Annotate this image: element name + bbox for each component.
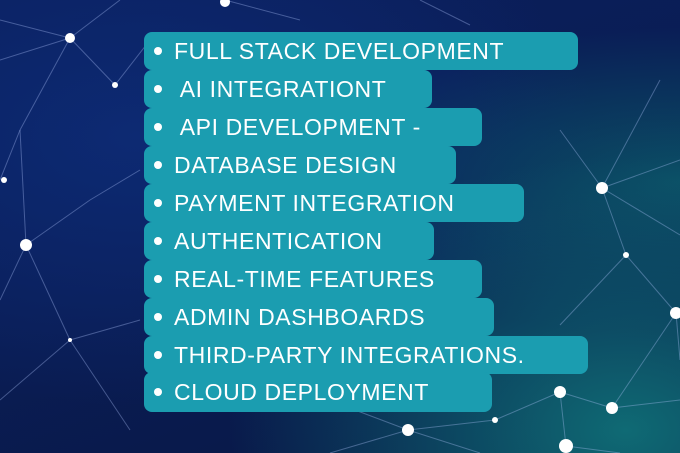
list-item: THIRD-PARTY INTEGRATIONS. <box>144 336 588 374</box>
list-item: PAYMENT INTEGRATION <box>144 184 524 222</box>
bullet-icon <box>154 275 162 283</box>
service-label: API DEVELOPMENT - <box>174 113 421 140</box>
service-label: AUTHENTICATION <box>174 227 383 254</box>
list-item: AUTHENTICATION <box>144 222 434 260</box>
service-label: FULL STACK DEVELOPMENT <box>174 37 505 64</box>
bullet-icon <box>154 123 162 131</box>
bullet-icon <box>154 85 162 93</box>
service-label: ADMIN DASHBOARDS <box>174 303 426 330</box>
bullet-icon <box>154 388 162 396</box>
bullet-icon <box>154 313 162 321</box>
service-label: REAL-TIME FEATURES <box>174 265 435 292</box>
list-item: DATABASE DESIGN <box>144 146 456 184</box>
service-label: DATABASE DESIGN <box>174 151 397 178</box>
service-label: PAYMENT INTEGRATION <box>174 189 455 216</box>
list-item: CLOUD DEPLOYMENT <box>144 372 492 412</box>
list-item: FULL STACK DEVELOPMENT <box>144 32 578 70</box>
bullet-icon <box>154 47 162 55</box>
list-item: ADMIN DASHBOARDS <box>144 298 494 336</box>
list-item: REAL-TIME FEATURES <box>144 260 482 298</box>
service-label: THIRD-PARTY INTEGRATIONS. <box>174 341 525 368</box>
service-label: AI INTEGRATIONT <box>174 75 387 102</box>
list-item: AI INTEGRATIONT <box>144 70 432 108</box>
bullet-icon <box>154 237 162 245</box>
bullet-icon <box>154 351 162 359</box>
bullet-icon <box>154 199 162 207</box>
bullet-icon <box>154 161 162 169</box>
list-item: API DEVELOPMENT - <box>144 108 482 146</box>
service-label: CLOUD DEPLOYMENT <box>174 378 429 405</box>
